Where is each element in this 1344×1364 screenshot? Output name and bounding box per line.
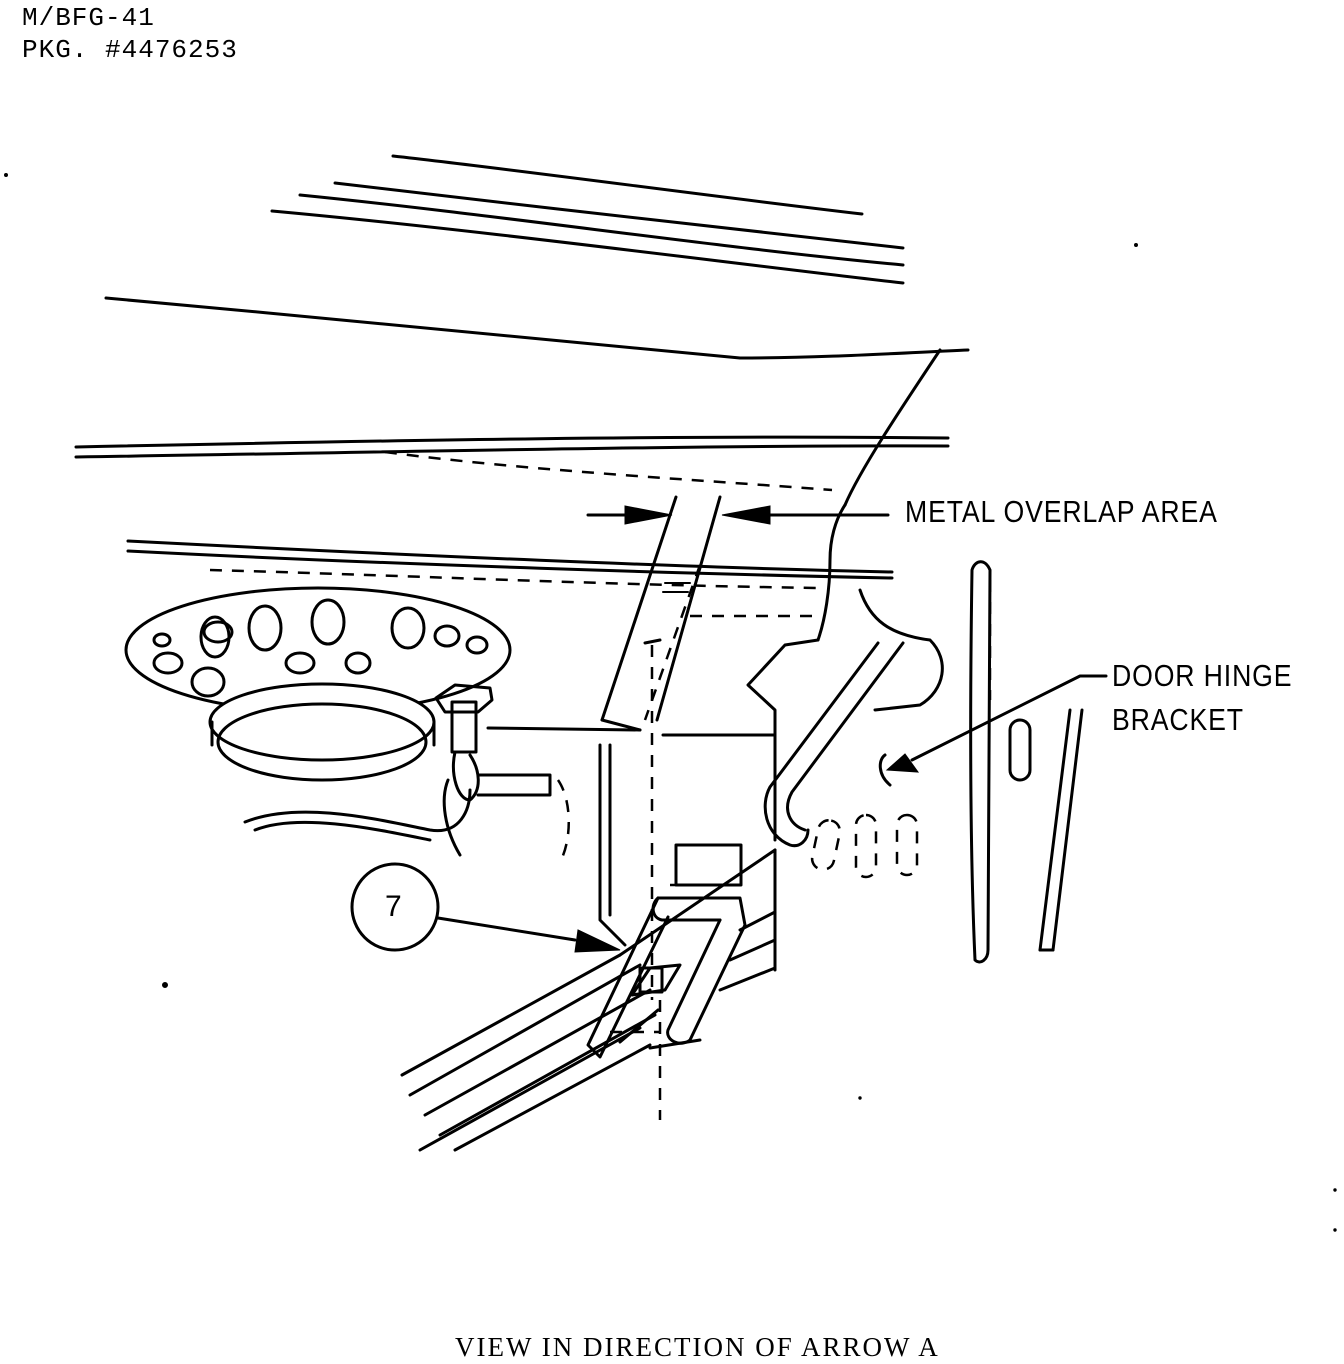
overlap-arrows <box>586 505 890 525</box>
model-code: M/BFG-41 <box>22 3 155 33</box>
lower-frame <box>400 848 777 1152</box>
door-hinge-label-line1: DOOR HINGE <box>1112 658 1293 693</box>
callout-7 <box>350 862 621 953</box>
door-hinge-label-line2: BRACKET <box>1112 702 1244 737</box>
package-number: PKG. #4476253 <box>22 35 238 65</box>
door-hinge-leader <box>885 674 1108 773</box>
view-caption: VIEW IN DIRECTION OF ARROW A <box>455 1332 940 1362</box>
cabinet-edge <box>816 348 944 712</box>
metal-overlap-area-label: METAL OVERLAP AREA <box>905 494 1218 529</box>
upper-body-lines <box>74 154 970 590</box>
metal-overlap-strip <box>600 495 820 732</box>
lamp-connector <box>243 683 642 863</box>
document-header: M/BFG-41 PKG. #4476253 <box>22 2 238 66</box>
lamp-assembly <box>124 586 512 782</box>
clip-part-7 <box>586 896 747 1120</box>
slots <box>810 560 1084 964</box>
scan-specks <box>4 173 1337 1232</box>
door-hinge-bracket <box>598 638 905 1000</box>
callout-number-7: 7 <box>385 890 402 923</box>
